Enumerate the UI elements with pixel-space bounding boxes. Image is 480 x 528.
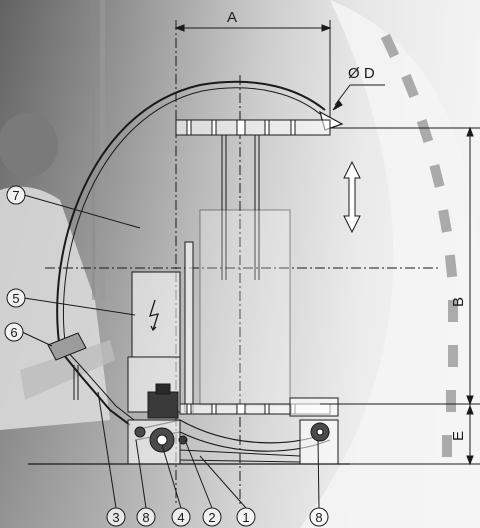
worker-head-shape — [0, 113, 58, 177]
film-roll-shape — [300, 0, 480, 528]
machine-drawing — [21, 20, 480, 509]
motor — [147, 391, 179, 419]
callout-2-label: 2 — [208, 510, 215, 525]
callout-6-label: 6 — [10, 325, 17, 340]
top-plate — [175, 119, 331, 136]
dim-e-label: E — [450, 431, 467, 441]
film-carriage — [47, 332, 87, 361]
callout-4-circle — [171, 507, 191, 527]
callout-8-label: 8 — [142, 510, 149, 525]
callout-8b-label: 8 — [315, 510, 322, 525]
dim-d-leader — [334, 84, 351, 106]
callout-6-circle — [4, 322, 24, 342]
callout-7-label: 7 — [12, 188, 19, 203]
dim-b-label: B — [450, 297, 467, 307]
mast — [184, 241, 194, 413]
callout-4-label: 4 — [177, 510, 184, 525]
vertical-motion-arrow — [343, 160, 361, 234]
callout-5-label: 5 — [12, 291, 19, 306]
callout-3-label: 3 — [112, 510, 119, 525]
dim-a-label: A — [227, 9, 237, 26]
callout-8b-circle — [309, 507, 329, 527]
callout-5-circle — [6, 288, 26, 308]
callout-7-circle — [6, 185, 26, 205]
rotating-ring-arm — [56, 80, 326, 351]
callout-2-circle — [202, 507, 222, 527]
callout-3-circle — [106, 507, 126, 527]
callout-1-label: 1 — [242, 510, 249, 525]
dim-d-label: Ø D — [348, 65, 375, 82]
callout-8-circle — [136, 507, 156, 527]
callouts — [4, 185, 329, 527]
callout-1-circle — [236, 507, 256, 527]
